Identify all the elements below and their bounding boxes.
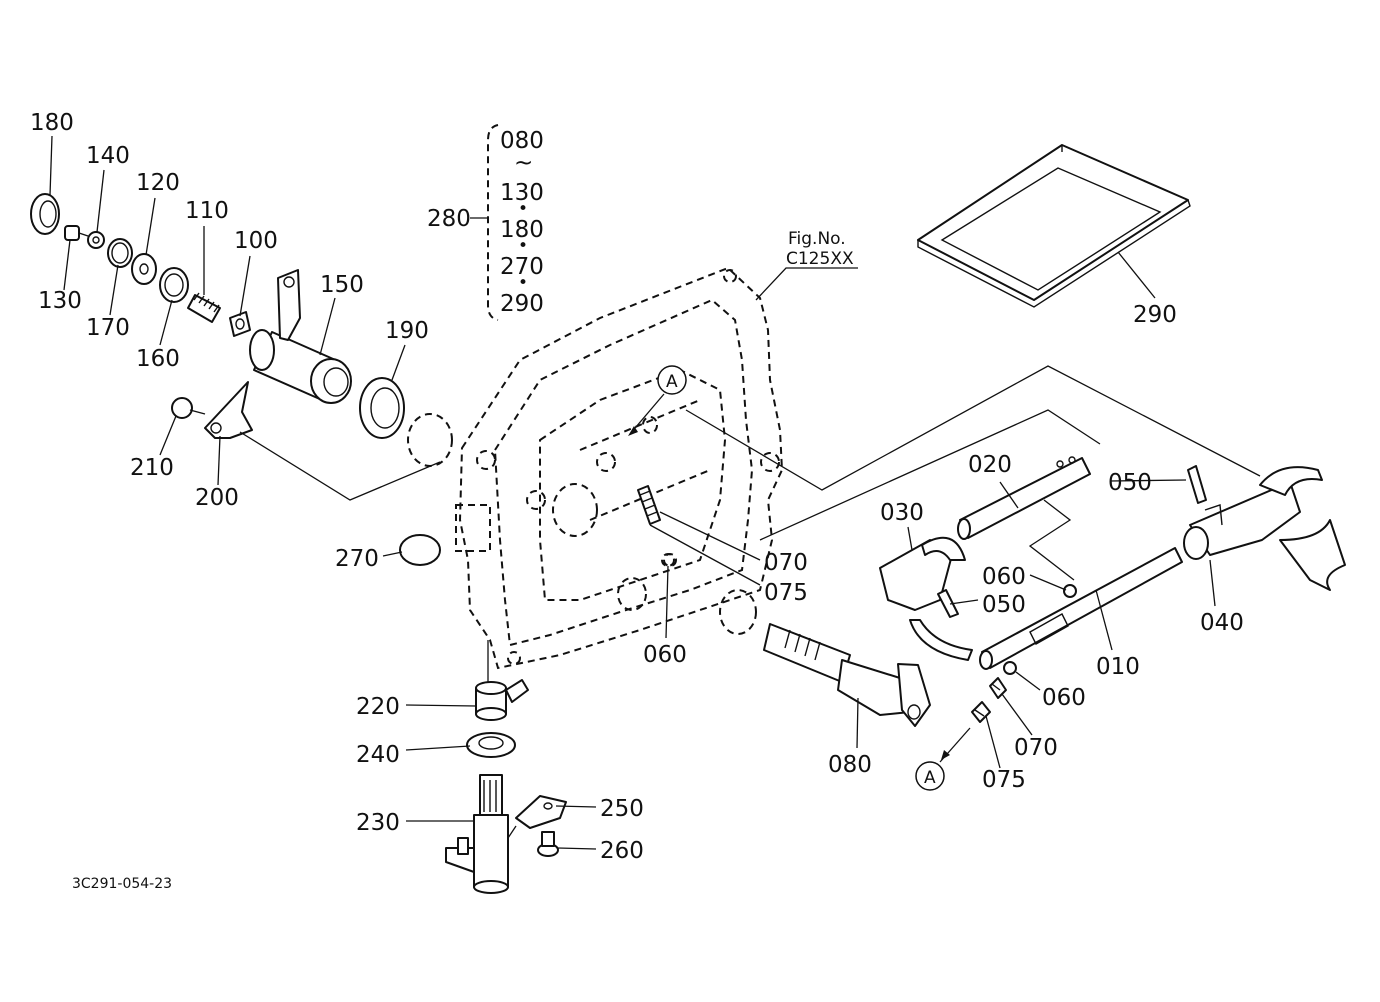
callout-040[interactable]: 040 [1200,610,1244,636]
callout-230[interactable]: 230 [356,810,400,836]
spring-070-case[interactable] [637,485,661,525]
callout-050-upper[interactable]: 050 [1108,470,1152,496]
stopper-plate-250[interactable] [515,795,567,829]
manual-booklet[interactable] [917,144,1191,308]
callout-100[interactable]: 100 [234,228,278,254]
callout-240[interactable]: 240 [356,742,400,768]
callout-010[interactable]: 010 [1096,654,1140,680]
callout-280[interactable]: 280 [427,206,471,232]
spring-070-lower[interactable] [989,677,1007,699]
shift-fork-040[interactable] [1183,466,1346,591]
callout-030[interactable]: 030 [880,500,924,526]
svg-text:180: 180 [500,217,544,243]
fig-ref-label: Fig.No. [788,229,846,249]
oil-seal-180[interactable] [30,193,60,235]
svg-text:•: • [518,199,528,219]
bolt-260[interactable] [537,831,559,857]
ball-060-lower[interactable] [1003,661,1017,675]
washer-120[interactable] [131,253,157,285]
callout-200[interactable]: 200 [195,485,239,511]
circlip-170[interactable] [107,238,133,268]
bushing-080-ghost [719,589,757,635]
callout-020[interactable]: 020 [968,452,1012,478]
plug-270[interactable] [399,534,441,566]
callout-110[interactable]: 110 [185,198,229,224]
spring-075-lower[interactable] [971,701,991,723]
callout-270[interactable]: 270 [335,546,379,572]
marker-a-upper[interactable]: A [657,365,687,395]
marker-a-lower[interactable]: A [915,761,945,791]
svg-text:~: ~ [514,150,533,176]
svg-text:•: • [518,236,528,256]
callout-075-lower[interactable]: 075 [982,767,1026,793]
bolt-210[interactable] [171,397,206,419]
transmission-case [455,266,784,670]
callout-leaders [49,135,1216,850]
callout-220[interactable]: 220 [356,694,400,720]
diagram-code: 3C291-054-23 [72,876,172,892]
shift-shaft-080[interactable] [763,623,931,727]
collar-160[interactable] [159,267,189,303]
svg-text:270: 270 [500,254,544,280]
shift-fork-030[interactable] [879,536,973,661]
svg-text:A: A [924,768,936,788]
pin-050-upper[interactable] [1187,465,1207,504]
callout-150[interactable]: 150 [320,272,364,298]
fig-ref-number[interactable]: C125XX [786,249,854,269]
callout-290[interactable]: 290 [1133,302,1177,328]
bushing-220[interactable] [475,679,529,721]
callout-160[interactable]: 160 [136,346,180,372]
callout-075-case[interactable]: 075 [764,580,808,606]
group-280-bracket: 280 080 ~ 130 • 180 • 270 • 290 [427,124,544,321]
callout-120[interactable]: 120 [136,170,180,196]
callout-060-lower[interactable]: 060 [1042,685,1086,711]
callout-210[interactable]: 210 [130,455,174,481]
callout-170[interactable]: 170 [86,315,130,341]
callout-130[interactable]: 130 [38,288,82,314]
ball-060-rod[interactable] [1063,584,1077,598]
callout-190[interactable]: 190 [385,318,429,344]
svg-text:080: 080 [500,128,544,154]
callout-250[interactable]: 250 [600,796,644,822]
svg-text:290: 290 [500,291,544,317]
callout-140[interactable]: 140 [86,143,130,169]
svg-text:A: A [666,372,678,392]
shift-arm-150[interactable] [249,269,352,404]
pin-050-lower[interactable] [937,589,959,618]
callout-050-lower[interactable]: 050 [982,592,1026,618]
bushing-270-ghost [407,413,453,467]
shaft-230[interactable] [445,774,509,894]
svg-text:130: 130 [500,180,544,206]
callout-060-rod[interactable]: 060 [982,564,1026,590]
washer-140[interactable] [87,231,105,249]
callout-260[interactable]: 260 [600,838,644,864]
oil-seal-240[interactable] [466,732,516,758]
callout-180[interactable]: 180 [30,110,74,136]
oil-seal-190[interactable] [359,377,405,439]
fork-rod-010[interactable] [979,547,1183,670]
bolt-130[interactable] [64,225,89,241]
callout-070-case[interactable]: 070 [764,550,808,576]
spring-110[interactable] [187,292,221,323]
ball-060-case [661,553,675,567]
callout-060-case[interactable]: 060 [643,642,687,668]
callout-080[interactable]: 080 [828,752,872,778]
fork-rod-020[interactable] [957,456,1091,540]
callout-070-lower[interactable]: 070 [1014,735,1058,761]
svg-text:•: • [518,273,528,293]
lock-plate-200[interactable] [204,381,253,439]
